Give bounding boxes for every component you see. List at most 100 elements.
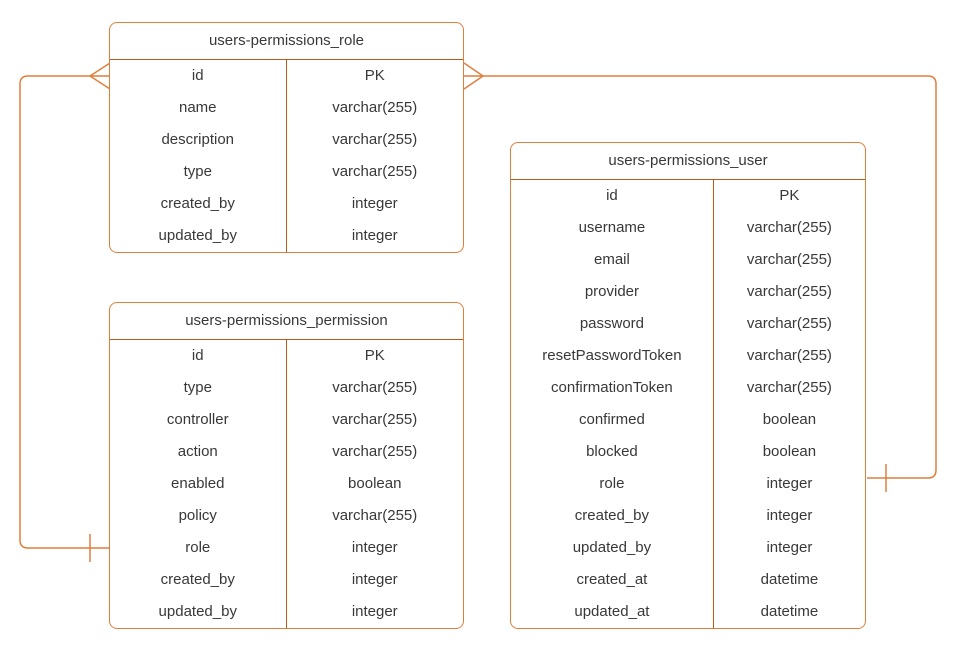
- field-row: type varchar(255): [110, 156, 463, 188]
- field-name: policy: [110, 500, 287, 532]
- field-row: email varchar(255): [511, 244, 865, 276]
- field-type: varchar(255): [332, 443, 418, 460]
- field-name: created_at: [511, 564, 714, 596]
- field-type: boolean: [348, 475, 402, 492]
- field-row: confirmed boolean: [511, 404, 865, 436]
- entity-title: users-permissions_user: [511, 143, 865, 180]
- crows-foot-many-icon: [463, 62, 484, 90]
- field-row: created_by integer: [110, 188, 463, 220]
- field-type: varchar(255): [332, 507, 418, 524]
- field-name: created_by: [110, 564, 287, 596]
- field-type: varchar(255): [746, 219, 832, 236]
- field-name: created_by: [511, 500, 714, 532]
- entity-title: users-permissions_permission: [110, 303, 463, 340]
- field-name: type: [110, 372, 287, 404]
- field-name: role: [110, 532, 287, 564]
- field-name: email: [511, 244, 714, 276]
- field-name: resetPasswordToken: [511, 340, 714, 372]
- field-row: enabled boolean: [110, 468, 463, 500]
- field-name: type: [110, 156, 287, 188]
- field-name: updated_by: [110, 596, 287, 628]
- field-type: integer: [351, 571, 398, 588]
- field-type: PK: [364, 347, 385, 364]
- field-name: password: [511, 308, 714, 340]
- field-row: id PK: [110, 340, 463, 372]
- field-type: varchar(255): [746, 283, 832, 300]
- field-type: integer: [351, 227, 398, 244]
- field-type: integer: [351, 195, 398, 212]
- field-name: blocked: [511, 436, 714, 468]
- field-name: id: [511, 180, 714, 212]
- field-type: varchar(255): [332, 99, 418, 116]
- field-type: varchar(255): [332, 411, 418, 428]
- connector-role-user[interactable]: [463, 62, 937, 492]
- field-row: action varchar(255): [110, 436, 463, 468]
- field-name: description: [110, 124, 287, 156]
- field-type: varchar(255): [746, 315, 832, 332]
- field-type: integer: [766, 475, 813, 492]
- field-type: varchar(255): [746, 347, 832, 364]
- crows-foot-many-icon: [89, 62, 111, 90]
- field-type: boolean: [762, 443, 817, 460]
- field-row: created_at datetime: [511, 564, 865, 596]
- field-row: updated_by integer: [110, 596, 463, 628]
- connector-role-permission[interactable]: [19, 62, 111, 562]
- field-row: policy varchar(255): [110, 500, 463, 532]
- field-name: enabled: [110, 468, 287, 500]
- field-row: type varchar(255): [110, 372, 463, 404]
- field-row: controller varchar(255): [110, 404, 463, 436]
- field-type: datetime: [760, 571, 819, 588]
- field-row: confirmationToken varchar(255): [511, 372, 865, 404]
- field-name: id: [110, 340, 287, 372]
- field-name: role: [511, 468, 714, 500]
- field-type: varchar(255): [332, 131, 418, 148]
- field-row: description varchar(255): [110, 124, 463, 156]
- field-type: varchar(255): [332, 379, 418, 396]
- field-type: boolean: [762, 411, 817, 428]
- connector-role-permission-line[interactable]: [19, 75, 110, 549]
- field-type: PK: [364, 67, 385, 84]
- field-row: updated_at datetime: [511, 596, 865, 628]
- field-name: id: [110, 60, 287, 92]
- field-row: provider varchar(255): [511, 276, 865, 308]
- field-name: updated_by: [110, 220, 287, 252]
- entity-users-permissions-permission[interactable]: users-permissions_permission id PK type var…: [109, 302, 464, 629]
- field-name: provider: [511, 276, 714, 308]
- entity-fields: id PK type varchar(255) controller varchar(25…: [110, 340, 463, 628]
- field-type: varchar(255): [746, 379, 832, 396]
- field-type: integer: [766, 507, 813, 524]
- field-name: controller: [110, 404, 287, 436]
- field-name: updated_at: [511, 596, 714, 628]
- field-row: created_by integer: [511, 500, 865, 532]
- field-row: updated_by integer: [110, 220, 463, 252]
- field-row: created_by integer: [110, 564, 463, 596]
- field-name: confirmationToken: [511, 372, 714, 404]
- field-row: resetPasswordToken varchar(255): [511, 340, 865, 372]
- field-row: id PK: [511, 180, 865, 212]
- field-name: action: [110, 436, 287, 468]
- field-type: varchar(255): [746, 251, 832, 268]
- connector-role-user-line[interactable]: [483, 75, 937, 479]
- field-type: datetime: [760, 603, 819, 620]
- field-type: integer: [351, 539, 398, 556]
- field-row: role integer: [511, 468, 865, 500]
- field-row: blocked boolean: [511, 436, 865, 468]
- field-row: password varchar(255): [511, 308, 865, 340]
- field-type: PK: [779, 187, 800, 204]
- field-type: integer: [351, 603, 398, 620]
- field-name: updated_by: [511, 532, 714, 564]
- entity-title: users-permissions_role: [110, 23, 463, 60]
- field-name: created_by: [110, 188, 287, 220]
- field-type: varchar(255): [332, 163, 418, 180]
- field-row: id PK: [110, 60, 463, 92]
- field-name: confirmed: [511, 404, 714, 436]
